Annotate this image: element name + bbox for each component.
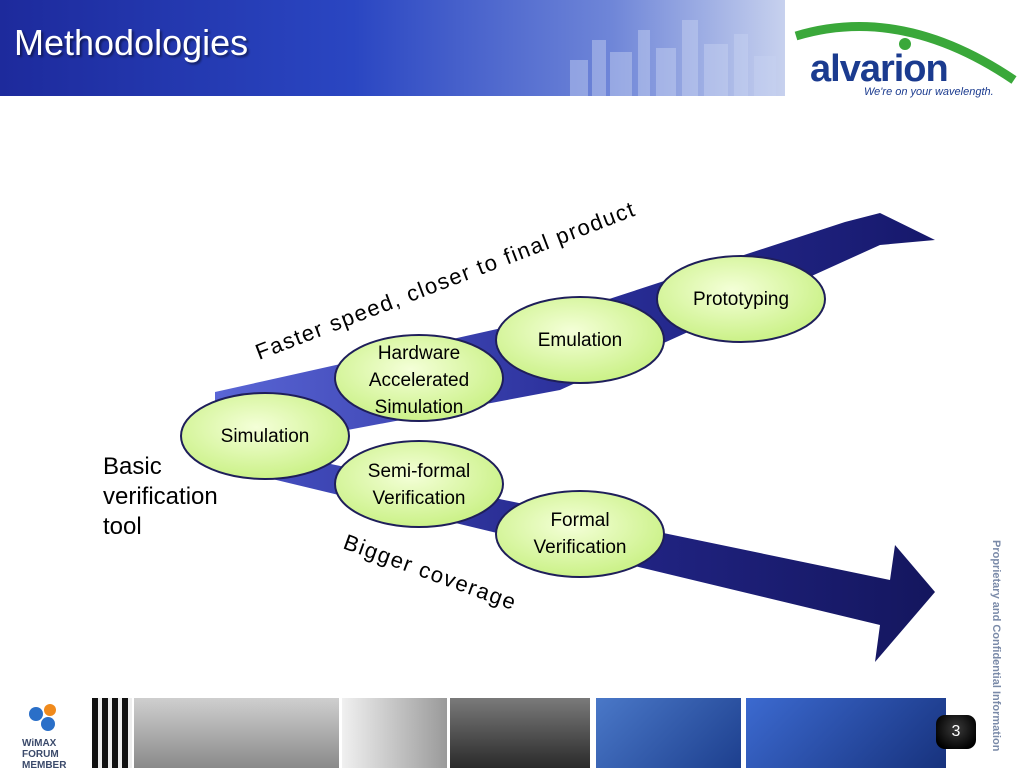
- node-oval-formal-verification: [495, 490, 665, 578]
- node-label-simulation: Simulation: [220, 426, 310, 447]
- node-label-hardware-accelerated-simulation: Hardware Accelerated Simulation: [368, 343, 470, 418]
- header-band: [0, 0, 785, 96]
- brand-tagline: We're on your wavelength.: [864, 86, 994, 98]
- footer-photo-2: [134, 698, 339, 768]
- node-oval-prototyping: [656, 255, 826, 343]
- node-label-emulation: Emulation: [537, 330, 623, 351]
- node-oval-emulation: [495, 296, 665, 384]
- footer-photo-strip: [92, 698, 960, 768]
- node-label-prototyping: Prototyping: [692, 289, 790, 310]
- footer-photo-3: [342, 698, 447, 768]
- brand-logo-text: alvarion: [810, 48, 949, 90]
- node-label-semi-formal-verification: Semi-formal Verification: [367, 461, 471, 509]
- page-title: Methodologies: [14, 22, 249, 63]
- city-skyline-decoration: [570, 20, 776, 96]
- wimax-logo-text: WiMAX FORUM MEMBER: [22, 738, 67, 771]
- lower-arrow-label: Bigger coverage: [340, 529, 520, 615]
- page-number-badge: 3: [936, 715, 976, 749]
- confidential-side-note: Proprietary and Confidential Information: [990, 540, 1002, 752]
- alvarion-logo-arc: [794, 22, 1017, 84]
- basic-verification-tool-label: Basic verification tool: [103, 453, 218, 540]
- footer-photo-1: [92, 698, 132, 768]
- footer-photo-5: [596, 698, 741, 768]
- footer-photo-4: [450, 698, 590, 768]
- footer-photo-6: [746, 698, 946, 768]
- node-oval-semi-formal-verification: [334, 440, 504, 528]
- node-oval-simulation: [180, 392, 350, 480]
- wimax-forum-logo: [29, 704, 56, 731]
- node-label-formal-verification: Formal Verification: [533, 510, 627, 558]
- node-oval-hardware-accelerated-simulation: [334, 334, 504, 422]
